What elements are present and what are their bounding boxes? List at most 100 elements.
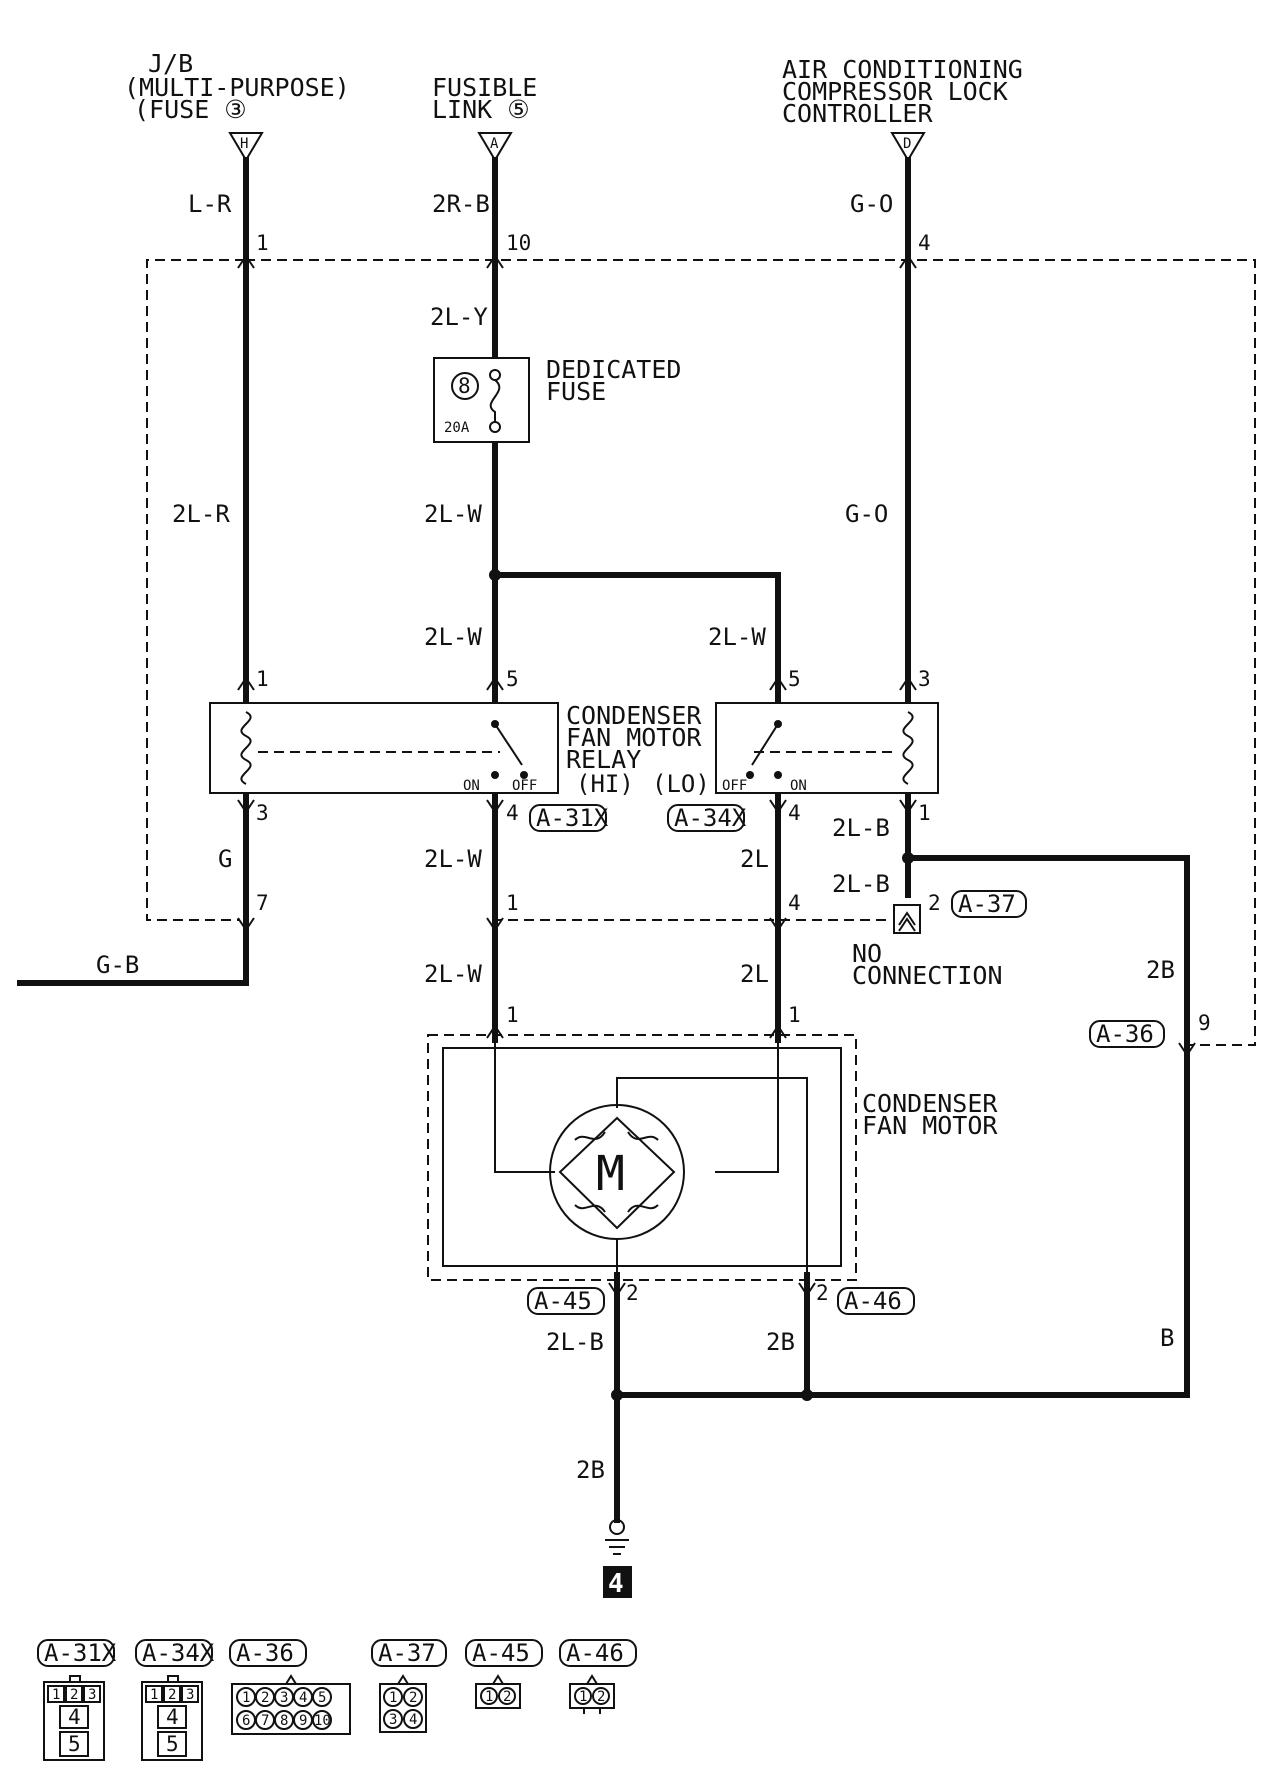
svg-text:4: 4 (166, 1705, 179, 1729)
svg-text:2L-W: 2L-W (424, 960, 482, 988)
svg-text:A-31X: A-31X (44, 1639, 117, 1667)
svg-text:CONNECTION: CONNECTION (852, 961, 1003, 990)
condenser-fan-motor-relay: ON OFF OFF ON CONDENSER FAN MOTOR RELAY … (209, 701, 939, 798)
connector-a31x: A-31X (529, 804, 609, 832)
svg-text:D: D (903, 136, 911, 152)
terminal-d-icon (890, 132, 926, 162)
source-ac-controller: AIR CONDITIONING COMPRESSOR LOCK CONTROL… (782, 55, 1023, 162)
fuse-element-icon (489, 379, 501, 422)
splice-dot (902, 852, 914, 864)
svg-text:A-31X: A-31X (536, 804, 609, 832)
ground: 4 (603, 1519, 632, 1599)
svg-text:5: 5 (788, 667, 801, 691)
svg-text:1: 1 (788, 1003, 801, 1027)
svg-text:2: 2 (261, 1690, 269, 1706)
svg-text:10: 10 (506, 231, 531, 255)
svg-text:A-46: A-46 (566, 1639, 624, 1667)
motor-outline (427, 1034, 857, 1281)
svg-text:1: 1 (506, 891, 519, 915)
terminal-h-icon (228, 132, 264, 162)
svg-text:G-O: G-O (845, 500, 888, 528)
svg-text:4: 4 (608, 1569, 624, 1599)
svg-text:2L-W: 2L-W (424, 500, 482, 528)
svg-text:1: 1 (256, 667, 269, 691)
svg-text:2R-B: 2R-B (432, 190, 490, 218)
svg-text:CONTROLLER: CONTROLLER (782, 99, 933, 128)
svg-text:1: 1 (485, 1689, 493, 1705)
fuse-number-badge (451, 372, 479, 400)
relay-lo-coil-icon (902, 711, 914, 785)
svg-text:A-36: A-36 (1096, 1020, 1154, 1048)
svg-text:8: 8 (458, 374, 471, 398)
svg-text:ON: ON (790, 778, 807, 794)
svg-text:A-45: A-45 (472, 1639, 530, 1667)
svg-text:FAN MOTOR: FAN MOTOR (566, 723, 702, 752)
svg-text:A-34X: A-34X (674, 804, 747, 832)
svg-text:DEDICATED: DEDICATED (546, 355, 681, 384)
svg-text:20A: 20A (444, 420, 470, 436)
legend-connector-a36: 1 2 3 4 5 6 7 8 9 10 (231, 1674, 351, 1735)
ground-terminal-icon (609, 1519, 625, 1535)
svg-text:5: 5 (68, 1732, 81, 1756)
svg-text:3: 3 (256, 801, 269, 825)
relay-hi-switch-icon (494, 723, 523, 766)
junction-outline-top-right (245, 259, 1256, 1046)
svg-text:1: 1 (579, 1689, 587, 1705)
svg-text:4: 4 (68, 1705, 81, 1729)
svg-text:6: 6 (242, 1713, 250, 1729)
legend-connector-a46: 1 2 (569, 1674, 615, 1714)
splice-dot (611, 1389, 623, 1401)
svg-text:2L: 2L (740, 845, 769, 873)
svg-text:4: 4 (788, 801, 801, 825)
svg-text:2L-B: 2L-B (546, 1328, 604, 1356)
svg-text:RELAY: RELAY (566, 745, 641, 774)
svg-text:4: 4 (918, 231, 931, 255)
connector-a34x: A-34X (667, 804, 747, 832)
svg-text:4: 4 (788, 891, 801, 915)
svg-text:2: 2 (816, 1281, 829, 1305)
svg-text:9: 9 (299, 1713, 307, 1729)
svg-text:2: 2 (70, 1687, 78, 1703)
svg-text:1: 1 (389, 1690, 397, 1706)
svg-text:A-37: A-37 (958, 890, 1016, 918)
svg-text:L-R: L-R (188, 190, 232, 218)
svg-text:2: 2 (168, 1687, 176, 1703)
svg-text:(HI): (HI) (576, 770, 634, 798)
svg-text:7: 7 (256, 891, 269, 915)
svg-text:OFF: OFF (512, 778, 537, 794)
connector-legend: A-31X A-34X A-36 A-37 A-45 A-46 1 2 3 4 … (37, 1639, 637, 1761)
svg-text:2B: 2B (766, 1328, 795, 1356)
svg-text:2L-R: 2L-R (172, 500, 230, 528)
svg-text:1: 1 (506, 1003, 519, 1027)
svg-text:A-45: A-45 (534, 1287, 592, 1315)
source-jb-fuse: J/B (MULTI-PURPOSE) (FUSE ③ H (124, 49, 350, 162)
legend-connector-a45: 1 2 (475, 1674, 521, 1709)
svg-text:G-B: G-B (96, 951, 139, 979)
svg-text:(MULTI-PURPOSE): (MULTI-PURPOSE) (124, 73, 350, 102)
connector-a37: A-37 (951, 890, 1027, 918)
svg-text:2L-B: 2L-B (832, 814, 890, 842)
relay-lo-box (715, 702, 939, 794)
svg-text:(FUSE ③: (FUSE ③ (134, 95, 247, 124)
svg-text:A: A (490, 136, 499, 152)
svg-text:CONDENSER: CONDENSER (566, 701, 702, 730)
relay-lo-switch-icon (751, 723, 779, 766)
svg-text:2B: 2B (576, 1456, 605, 1484)
svg-text:2: 2 (503, 1689, 511, 1705)
terminal-a-icon (477, 132, 513, 162)
svg-text:8: 8 (280, 1713, 288, 1729)
svg-text:2L-Y: 2L-Y (430, 303, 488, 331)
svg-text:B: B (1160, 1324, 1174, 1352)
svg-text:2L: 2L (740, 960, 769, 988)
svg-text:FAN MOTOR: FAN MOTOR (862, 1111, 998, 1140)
splice-dot (489, 569, 501, 581)
svg-text:OFF: OFF (722, 778, 747, 794)
fuse-box (433, 357, 530, 443)
svg-text:5: 5 (166, 1732, 179, 1756)
svg-text:2L-W: 2L-W (424, 623, 482, 651)
svg-text:M: M (596, 1146, 625, 1202)
svg-text:2B: 2B (1146, 956, 1175, 984)
junction-outline-left (146, 259, 245, 921)
svg-text:3: 3 (186, 1687, 194, 1703)
svg-text:J/B: J/B (148, 49, 193, 78)
